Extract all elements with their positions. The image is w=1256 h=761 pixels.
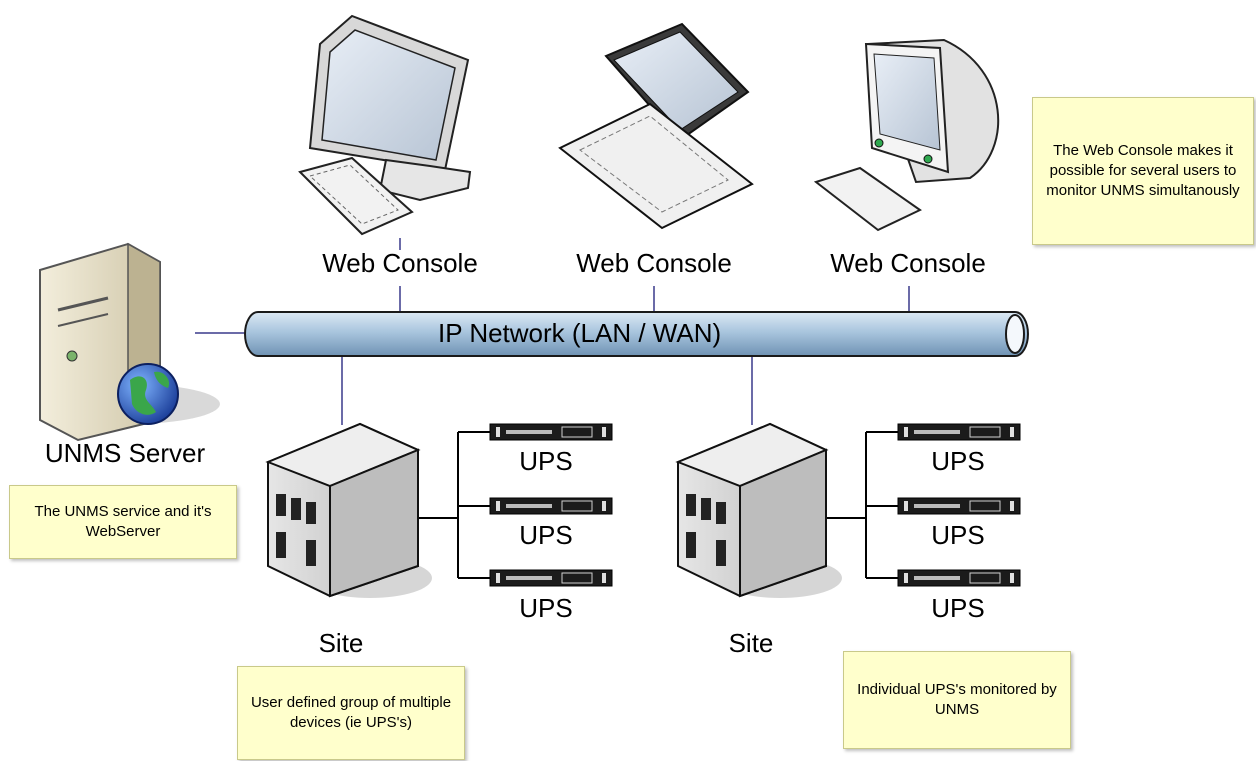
ups-label: UPS <box>519 520 573 550</box>
ups-unit-icon <box>489 423 613 441</box>
ups-unit-icon <box>489 569 613 587</box>
ups-branch-lines <box>418 431 898 579</box>
console-label-3: Web Console <box>830 248 986 278</box>
console-note: The Web Console makes it possible for se… <box>1032 97 1254 245</box>
ups-device-icon <box>489 423 1021 587</box>
site-building-icon <box>265 422 432 598</box>
site-label-2: Site <box>728 628 774 658</box>
network-label: IP Network (LAN / WAN) <box>438 318 722 348</box>
imac-computer-icon <box>813 38 1000 232</box>
ups-unit-icon <box>897 569 1021 587</box>
ups-note: Individual UPS's monitored by UNMS <box>843 651 1071 749</box>
site-note: User defined group of multiple devices (… <box>237 666 465 760</box>
ups-label: UPS <box>519 593 573 623</box>
ups-label: UPS <box>931 593 985 623</box>
network-pipe <box>244 311 1029 357</box>
laptop-icon <box>558 22 754 230</box>
site-building-icon <box>675 422 842 598</box>
ups-unit-icon <box>897 423 1021 441</box>
server-label: UNMS Server <box>44 438 206 468</box>
globe-icon <box>117 363 179 425</box>
console-label-2: Web Console <box>576 248 732 278</box>
console-label-1: Web Console <box>322 248 478 278</box>
desktop-computer-icon <box>298 14 472 236</box>
site-label-1: Site <box>318 628 364 658</box>
connector-lines <box>195 238 910 425</box>
ups-unit-icon <box>489 497 613 515</box>
server-note: The UNMS service and it's WebServer <box>9 485 237 559</box>
ups-label: UPS <box>931 520 985 550</box>
ups-label: UPS <box>519 446 573 476</box>
ups-unit-icon <box>897 497 1021 515</box>
ups-label: UPS <box>931 446 985 476</box>
